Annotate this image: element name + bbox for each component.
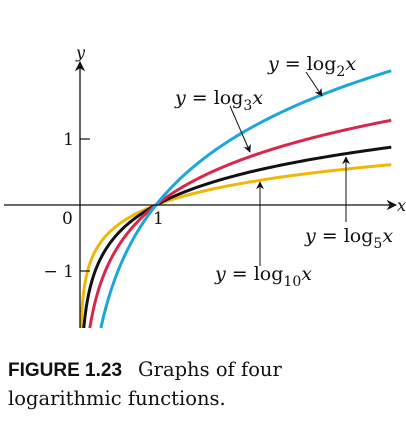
figure-number: FIGURE 1.23 xyxy=(8,360,123,381)
curve-label-log5: y = log5x xyxy=(304,225,393,252)
leader-line-log2 xyxy=(305,71,323,97)
curve-log5 xyxy=(82,145,392,329)
curve-log2 xyxy=(99,69,392,329)
y-axis-label: y xyxy=(75,43,86,62)
ticks-group: 0 1 1 − 1 xyxy=(44,130,164,282)
curve-label-log2: y = log2x xyxy=(267,53,356,80)
curve-label-log10: y = log10x xyxy=(214,263,312,290)
leader-line-log3 xyxy=(229,105,251,153)
x-tick-label: 1 xyxy=(153,209,164,229)
y-tick-label: − 1 xyxy=(44,262,74,282)
curve-log3 xyxy=(88,118,392,329)
leader-lines-group xyxy=(229,71,350,266)
caption-text: Graphs of four logarithmic functions. xyxy=(8,358,282,410)
curves-group xyxy=(79,69,392,329)
y-tick-label: 1 xyxy=(63,130,74,150)
curve-log10 xyxy=(79,163,392,329)
curve-label-log3: y = log3x xyxy=(174,87,263,114)
x-tick-label: 0 xyxy=(62,209,73,229)
x-axis-label: x xyxy=(397,196,406,215)
